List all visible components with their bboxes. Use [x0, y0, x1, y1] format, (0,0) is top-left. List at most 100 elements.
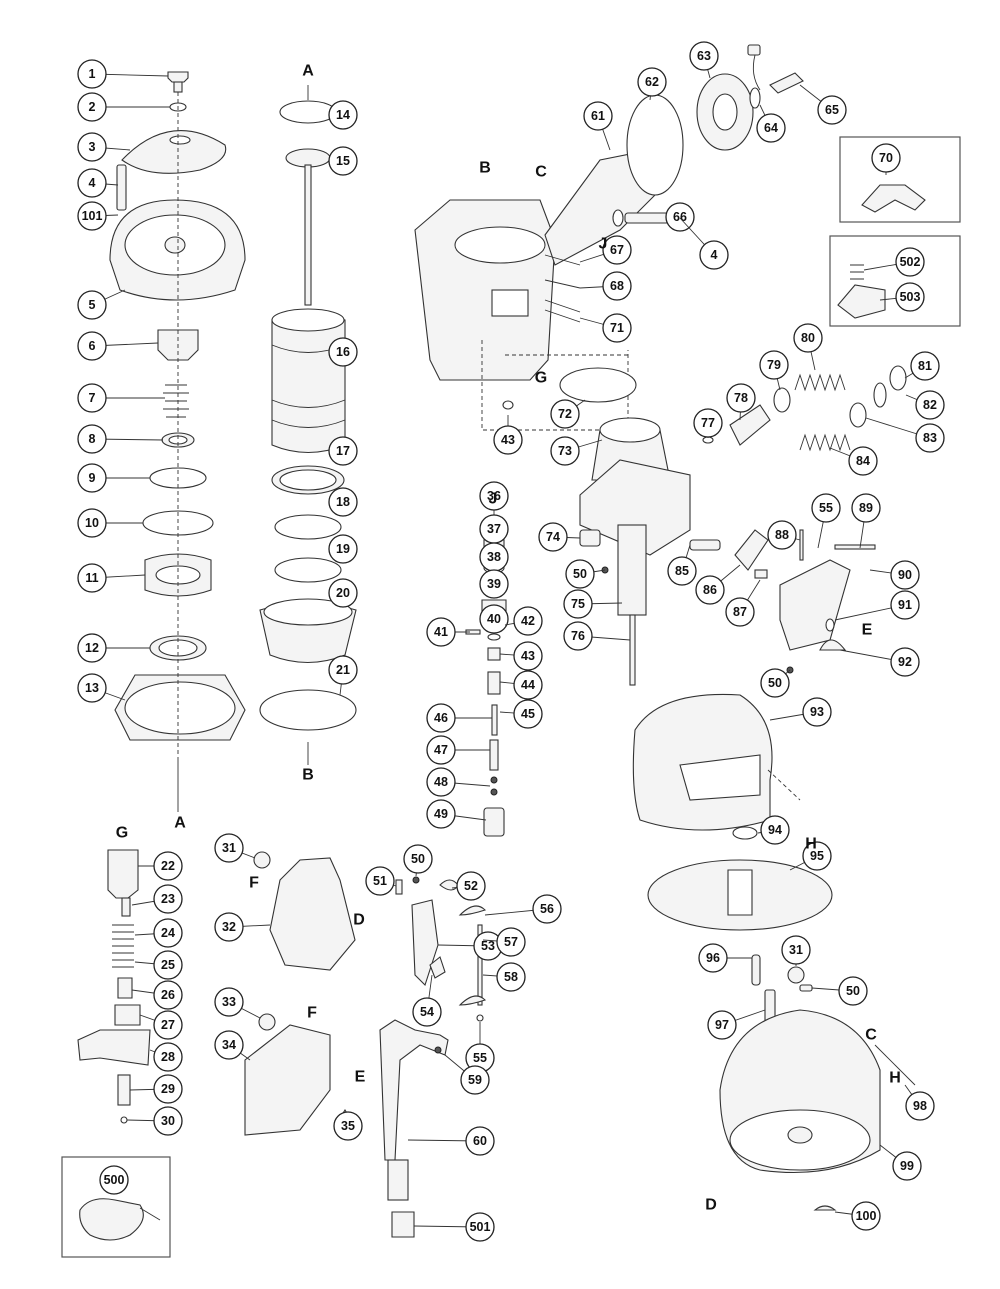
callout-number: 55: [473, 1051, 487, 1065]
callout-circle: [890, 590, 920, 620]
callout-92: 92: [839, 647, 920, 677]
callout-circle: [513, 699, 543, 729]
callout-number: 6: [89, 339, 96, 353]
callout-4: 4: [679, 217, 729, 270]
callout-circle: [77, 92, 107, 122]
callout-number: 79: [767, 358, 781, 372]
callout-89: 89: [851, 493, 881, 549]
svg-text:B: B: [479, 160, 491, 177]
callout-circle: [760, 815, 790, 845]
callout-number: 5: [89, 298, 96, 312]
callout-circle: [77, 633, 107, 663]
callout-number: 90: [898, 568, 912, 582]
callout-circle: [915, 390, 945, 420]
callout-number: 49: [434, 807, 448, 821]
callout-circle: [328, 337, 358, 367]
callout-52: 52: [451, 871, 486, 901]
svg-text:E: E: [862, 622, 873, 639]
callout-circle: [726, 383, 756, 413]
callout-number: 37: [487, 522, 501, 536]
callout-circle: [851, 493, 881, 523]
callout-29: 29: [129, 1074, 183, 1104]
callout-circle: [333, 1111, 363, 1141]
callout-number: 28: [161, 1050, 175, 1064]
callout-23: 23: [131, 884, 183, 914]
callout-71: 71: [579, 313, 632, 343]
callout-number: 86: [703, 583, 717, 597]
callout-number: 71: [610, 321, 624, 335]
callout-501: 501: [413, 1212, 495, 1242]
callout-circle: [802, 697, 832, 727]
callout-number: 96: [706, 951, 720, 965]
callout-circle: [699, 240, 729, 270]
svg-text:C: C: [865, 1027, 877, 1044]
callout-number: 50: [768, 676, 782, 690]
callout-number: 81: [918, 359, 932, 373]
callout-number: 503: [900, 290, 921, 304]
connection-letter-D: D: [705, 1197, 717, 1214]
callout-76: 76: [563, 621, 631, 651]
callout-number: 10: [85, 516, 99, 530]
callout-40: 40: [479, 604, 509, 634]
callout-number: 50: [846, 984, 860, 998]
callout-50: 50: [565, 559, 606, 589]
callout-number: 30: [161, 1114, 175, 1128]
callout-number: 73: [558, 444, 572, 458]
callout-number: 33: [222, 995, 236, 1009]
callout-1: 1: [77, 59, 169, 89]
callout-10: 10: [77, 508, 143, 538]
callout-number: 41: [434, 625, 448, 639]
callout-61: 61: [583, 101, 613, 151]
callout-74: 74: [538, 522, 581, 552]
callout-number: 95: [810, 849, 824, 863]
callout-number: 26: [161, 988, 175, 1002]
callout-6: 6: [77, 331, 159, 361]
callout-circle: [456, 871, 486, 901]
callout-number: 7: [89, 391, 96, 405]
svg-text:A: A: [302, 63, 314, 80]
callout-58: 58: [482, 962, 526, 992]
callout-circle: [689, 41, 719, 71]
callout-circle: [77, 508, 107, 538]
callout-circle: [698, 943, 728, 973]
callout-circle: [550, 436, 580, 466]
callout-number: 21: [336, 663, 350, 677]
callout-43: 43: [499, 641, 543, 671]
svg-text:F: F: [307, 1005, 317, 1022]
callout-circle: [759, 350, 789, 380]
callout-number: 63: [697, 49, 711, 63]
callout-circle: [465, 1212, 495, 1242]
callout-84: 84: [829, 446, 878, 476]
svg-text:H: H: [889, 1070, 901, 1087]
callout-number: 72: [558, 407, 572, 421]
callout-circle: [838, 976, 868, 1006]
callout-circle: [403, 844, 433, 874]
callout-8: 8: [77, 424, 164, 454]
callout-number: 58: [504, 970, 518, 984]
callout-circle: [77, 132, 107, 162]
callout-circle: [153, 980, 183, 1010]
callout-number: 55: [819, 501, 833, 515]
callout-circle: [890, 647, 920, 677]
callout-41: 41: [426, 617, 470, 647]
connection-letter-J: J: [599, 236, 608, 253]
callout-number: 502: [900, 255, 921, 269]
callout-number: 48: [434, 775, 448, 789]
callout-number: 36: [487, 489, 501, 503]
callout-95: 95: [789, 841, 832, 871]
callout-circle: [871, 143, 901, 173]
callout-number: 60: [473, 1134, 487, 1148]
connection-letter-G: G: [116, 825, 128, 842]
callout-circle: [214, 833, 244, 863]
callout-12: 12: [77, 633, 150, 663]
callout-54: 54: [412, 974, 442, 1027]
callout-80: 80: [793, 323, 823, 371]
callout-55: 55: [811, 493, 841, 549]
callout-18: 18: [328, 487, 358, 517]
callout-circle: [496, 962, 526, 992]
callout-number: 85: [675, 564, 689, 578]
connection-letter-A: A: [302, 63, 314, 80]
callout-33: 33: [214, 987, 261, 1019]
connection-letter-G: G: [535, 370, 547, 387]
callout-73: 73: [550, 436, 603, 466]
